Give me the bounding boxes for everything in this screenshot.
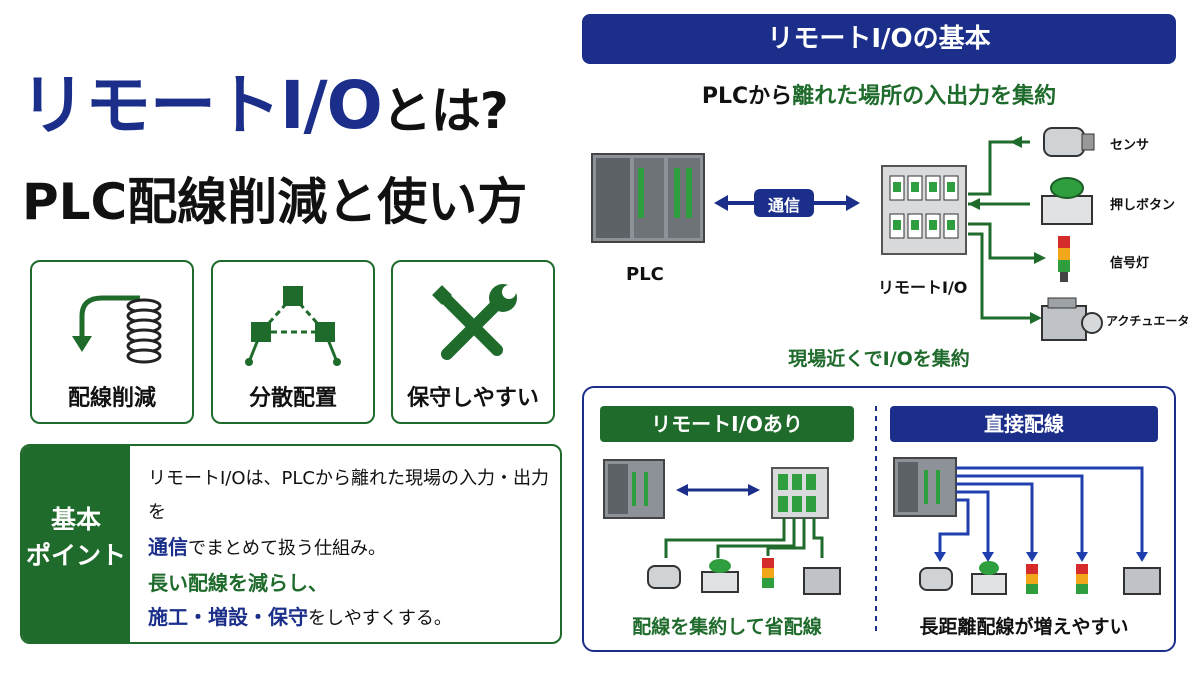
remote-io-title: リモートI/Oあり bbox=[600, 406, 854, 442]
network-icon bbox=[245, 286, 341, 366]
basic-point-box: 基本 ポイント リモートI/Oは、PLCから離れた現場の入力・出力を 通信でまと… bbox=[20, 444, 562, 644]
left-plc-icon bbox=[603, 459, 665, 519]
basic-point-text: リモートI/Oは、PLCから離れた現場の入力・出力を 通信でまとめて扱う仕組み。… bbox=[148, 462, 553, 636]
left-signal-light-icon bbox=[762, 558, 774, 588]
basic-point-label-1: 基本 bbox=[50, 505, 101, 534]
plc-label: PLC bbox=[626, 264, 664, 285]
feature-label: 保守しやすい bbox=[407, 386, 539, 411]
basic-point-label-2: ポイント bbox=[25, 541, 126, 570]
point-line-3: 長い配線を減らし、 bbox=[148, 571, 328, 595]
device-label-signal-light: 信号灯 bbox=[1110, 256, 1150, 271]
feature-card-wiring: 配線削減 bbox=[30, 260, 194, 424]
sensor-icon bbox=[1043, 127, 1095, 157]
basic-subheader-b: 離れた場所の入出力を集約 bbox=[792, 84, 1057, 109]
point-line-1: リモートI/Oは、PLCから離れた現場の入力・出力を bbox=[148, 468, 549, 523]
main-title-text: リモートI/O bbox=[20, 67, 383, 144]
sub-title: PLC配線削減と使い方 bbox=[22, 173, 528, 231]
remote-io-label: リモートI/O bbox=[878, 278, 968, 297]
direct-wiring-title: 直接配線 bbox=[890, 406, 1158, 442]
right-pushbutton-icon bbox=[971, 561, 1007, 595]
basic-caption: 現場近くでI/Oを集約 bbox=[788, 348, 970, 370]
comm-label: 通信 bbox=[767, 196, 800, 215]
point-line-2: 通信でまとめて扱う仕組み。 bbox=[148, 530, 553, 566]
actuator-icon bbox=[1041, 297, 1103, 341]
basic-subheader: PLCから離れた場所の入出力を集約 bbox=[582, 78, 1176, 110]
point-line-4-rest: をしやすくする。 bbox=[308, 608, 452, 629]
left-remote-io-icon bbox=[771, 467, 829, 519]
point-line-4-em: 施工・増設・保守 bbox=[148, 605, 308, 629]
remote-io-icon bbox=[881, 165, 967, 255]
point-line-4: 施工・増設・保守をしやすくする。 bbox=[148, 600, 553, 636]
main-title-tail: とは? bbox=[381, 82, 509, 140]
device-label-sensor: センサ bbox=[1110, 138, 1150, 153]
pushbutton-icon bbox=[1041, 177, 1093, 225]
signal-light-icon bbox=[1058, 236, 1070, 282]
feature-card-maintenance: 保守しやすい bbox=[391, 260, 555, 424]
device-label-pushbutton: 押しボタン bbox=[1110, 198, 1176, 213]
device-label-actuator: アクチュエータ bbox=[1106, 314, 1190, 328]
coil-icon bbox=[72, 295, 162, 364]
basic-point-label: 基本 ポイント bbox=[22, 446, 130, 642]
comparison-panel: リモートI/Oあり 直接配線 bbox=[582, 386, 1176, 652]
basic-header: リモートI/Oの基本 bbox=[582, 14, 1176, 64]
right-sensor-icon bbox=[919, 567, 953, 591]
right-plc-icon bbox=[893, 457, 957, 517]
point-line-2-rest: でまとめて扱う仕組み。 bbox=[188, 538, 386, 559]
tools-icon bbox=[432, 284, 517, 360]
right-actuator-icon bbox=[1123, 567, 1161, 595]
left-pushbutton-icon bbox=[701, 559, 739, 593]
plc-unit-icon bbox=[591, 153, 705, 243]
point-line-2-em: 通信 bbox=[148, 535, 188, 559]
right-signal-light-icon-1 bbox=[1026, 564, 1038, 594]
remote-io-caption: 配線を集約して省配線 bbox=[632, 616, 822, 638]
right-signal-light-icon-2 bbox=[1076, 564, 1088, 594]
left-sensor-icon bbox=[647, 565, 681, 589]
left-actuator-icon bbox=[803, 567, 841, 595]
feature-label: 分散配置 bbox=[248, 386, 337, 411]
main-title: リモートI/Oとは? bbox=[20, 52, 509, 148]
feature-card-distributed: 分散配置 bbox=[211, 260, 375, 424]
direct-wiring-caption: 長距離配線が増えやすい bbox=[919, 616, 1129, 638]
basic-diagram: 通信 PLC リモートI/O センサ 押しボタン 信号灯 アクチュエータ bbox=[582, 114, 1189, 342]
basic-subheader-a: PLCから bbox=[701, 84, 793, 109]
feature-label: 配線削減 bbox=[67, 386, 156, 411]
